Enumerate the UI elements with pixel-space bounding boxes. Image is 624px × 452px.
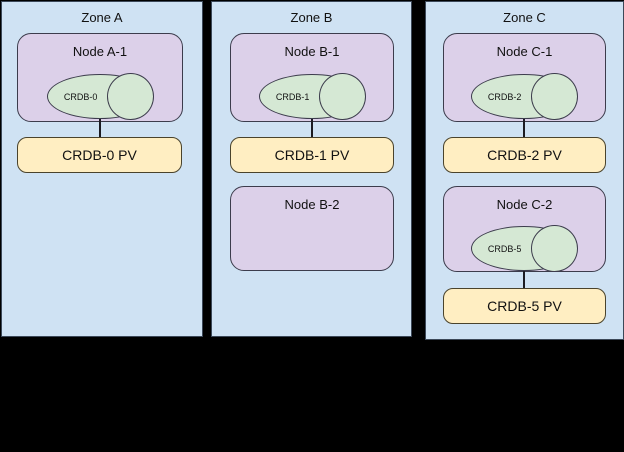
database-label-crdb-1: CRDB-1 — [275, 91, 310, 102]
pv-box-crdb-5[interactable]: CRDB-5 PV — [443, 288, 606, 324]
pv-box-crdb-1[interactable]: CRDB-1 PV — [230, 137, 394, 173]
pv-label-crdb-0: CRDB-0 PV — [62, 147, 137, 163]
node-title-b-1: Node B-1 — [284, 44, 340, 59]
pv-box-crdb-0[interactable]: CRDB-0 PV — [17, 137, 182, 173]
database-label-crdb-5: CRDB-5 — [487, 243, 522, 254]
zone-title-c: Zone C — [503, 10, 546, 25]
node-box-b-2[interactable]: Node B-2 — [230, 186, 394, 271]
connector-crdb-2-to-pv — [523, 119, 525, 138]
node-title-c-2: Node C-2 — [496, 197, 553, 212]
pv-label-crdb-5: CRDB-5 PV — [487, 298, 562, 314]
cylinder-end-cap — [531, 225, 578, 272]
database-cylinder-crdb-5[interactable]: CRDB-5 — [471, 225, 578, 272]
database-cylinder-crdb-0[interactable]: CRDB-0 — [47, 73, 154, 120]
database-cylinder-crdb-2[interactable]: CRDB-2 — [471, 73, 578, 120]
zone-title-a: Zone A — [81, 10, 123, 25]
node-title-b-2: Node B-2 — [284, 197, 340, 212]
cylinder-end-cap — [531, 73, 578, 120]
pv-label-crdb-2: CRDB-2 PV — [487, 147, 562, 163]
database-cylinder-crdb-1[interactable]: CRDB-1 — [259, 73, 366, 120]
node-title-a-1: Node A-1 — [72, 44, 128, 59]
cylinder-end-cap — [107, 73, 154, 120]
node-title-c-1: Node C-1 — [496, 44, 553, 59]
database-label-crdb-2: CRDB-2 — [487, 91, 522, 102]
connector-crdb-0-to-pv — [99, 119, 101, 138]
pv-box-crdb-2[interactable]: CRDB-2 PV — [443, 137, 606, 173]
zone-title-b: Zone B — [290, 10, 333, 25]
connector-crdb-1-to-pv — [311, 119, 313, 138]
cylinder-end-cap — [319, 73, 366, 120]
connector-crdb-5-to-pv — [523, 271, 525, 289]
database-label-crdb-0: CRDB-0 — [63, 91, 98, 102]
pv-label-crdb-1: CRDB-1 PV — [274, 147, 350, 163]
